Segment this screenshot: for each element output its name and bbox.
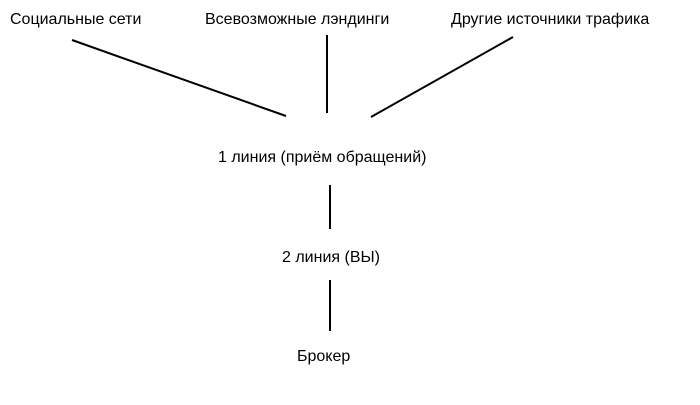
source-social-networks: Социальные сети [10,11,142,28]
level-broker: Брокер [297,348,351,365]
level-second-line: 2 линия (ВЫ) [282,249,380,266]
source-landings: Всевозможные лэндинги [205,11,390,28]
connector-social-to-line1 [71,39,287,117]
level-first-line: 1 линия (приём обращений) [218,149,427,166]
connector-other-to-line1 [370,36,514,118]
source-other-traffic: Другие источники трафика [451,11,650,28]
